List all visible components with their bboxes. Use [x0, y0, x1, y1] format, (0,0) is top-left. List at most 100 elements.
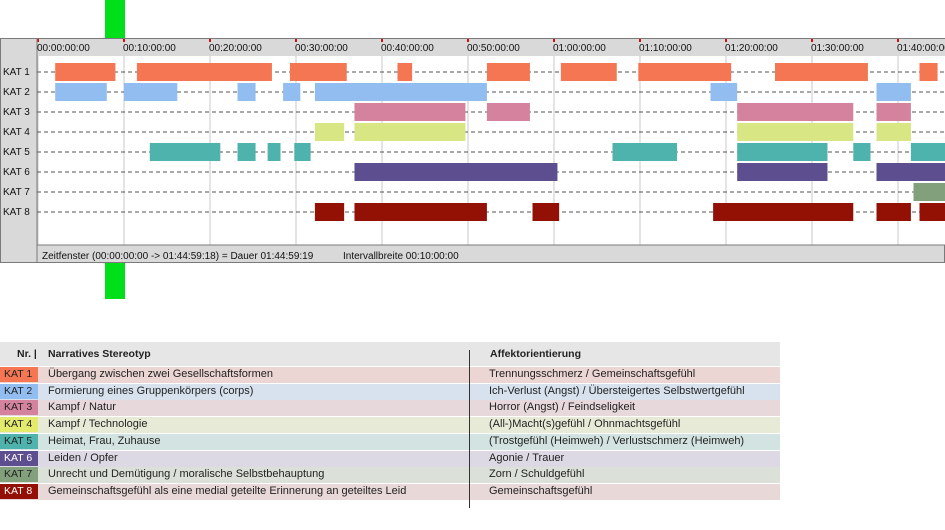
timeline-segment[interactable] — [354, 163, 558, 181]
timeline-segment[interactable] — [354, 123, 466, 141]
legend-row: KAT 7 Unrecht und Demütigung / moralische… — [0, 467, 780, 484]
timeline-segment[interactable] — [876, 163, 945, 181]
timeline-segment[interactable] — [876, 83, 911, 101]
legend-affect: Gemeinschaftsgefühl — [489, 484, 593, 497]
timeline-segment[interactable] — [737, 143, 828, 161]
timeline-segment[interactable] — [149, 143, 221, 161]
timeline-segment[interactable] — [294, 143, 311, 161]
timeline-segment[interactable] — [737, 163, 828, 181]
timeline-segment[interactable] — [737, 103, 854, 121]
timeline-segment[interactable] — [314, 123, 345, 141]
legend-badge-label: KAT 8 — [4, 484, 33, 497]
legend-badge: KAT 2 — [0, 383, 38, 399]
legend-affect: (Trostgefühl (Heimweh) / Verlustschmerz … — [489, 434, 745, 447]
time-label: 00:50:00:00 — [467, 43, 520, 54]
timeline-segment[interactable] — [283, 83, 301, 101]
legend-stereotype: Kampf / Technologie — [48, 418, 148, 431]
legend-stereotype: Leiden / Opfer — [48, 451, 118, 464]
legend-affect: Agonie / Trauer — [489, 451, 565, 464]
row-label-8: KAT 8 — [3, 207, 30, 218]
timeline-segment[interactable] — [267, 143, 281, 161]
legend-header: Nr. | Narratives Stereotyp Affektorienti… — [0, 342, 780, 366]
timeline-segment[interactable] — [486, 63, 530, 81]
legend-badge: KAT 6 — [0, 450, 38, 466]
legend-badge-label: KAT 3 — [4, 401, 33, 414]
timeline-segment[interactable] — [354, 103, 466, 121]
timeline-segment[interactable] — [710, 83, 738, 101]
legend-row: KAT 1 Übergang zwischen zwei Gesellschaft… — [0, 367, 780, 383]
green-marker-top — [105, 0, 125, 38]
timeline-segment[interactable] — [775, 63, 868, 81]
legend-badge-label: KAT 1 — [4, 368, 33, 380]
row-label-4: KAT 4 — [3, 127, 30, 138]
timeline-segment[interactable] — [354, 203, 487, 221]
time-ruler — [37, 39, 945, 56]
footer-interval: Intervallbreite 00:10:00:00 — [343, 251, 459, 262]
legend-stereotype: Formierung eines Gruppenkörpers (corps) — [48, 384, 254, 397]
timeline-segment[interactable] — [55, 63, 116, 81]
legend-badge-label: KAT 6 — [4, 451, 33, 464]
timeline-segment[interactable] — [612, 143, 677, 161]
green-marker-bottom — [105, 263, 125, 299]
legend-stereotype: Unrecht und Demütigung / moralische Selb… — [48, 468, 325, 481]
timeline-segment[interactable] — [919, 203, 945, 221]
row-label-2: KAT 2 — [3, 87, 30, 98]
time-label: 00:30:00:00 — [295, 43, 348, 54]
legend-badge: KAT 1 — [0, 367, 38, 382]
legend-stereotype: Kampf / Natur — [48, 401, 116, 414]
legend-affect: (All-)Macht(s)gefühl / Ohnmachtsgefühl — [489, 418, 681, 431]
timeline-segment[interactable] — [713, 203, 854, 221]
timeline-segment[interactable] — [638, 63, 732, 81]
timeline-segment[interactable] — [397, 63, 413, 81]
row-label-5: KAT 5 — [3, 147, 30, 158]
legend-row: KAT 8 Gemeinschaftsgefühl als eine medial… — [0, 483, 780, 500]
legend-header-stereotype: Narratives Stereotyp — [48, 348, 151, 360]
legend-badge-label: KAT 5 — [4, 434, 33, 447]
legend-stereotype: Heimat, Frau, Zuhause — [48, 434, 161, 447]
legend-badge-label: KAT 4 — [4, 418, 33, 431]
legend-row: KAT 6 Leiden / Opfer Agonie / Trauer — [0, 450, 780, 467]
timeline-segment[interactable] — [136, 63, 272, 81]
time-label: 01:20:00:00 — [725, 43, 778, 54]
legend-row: KAT 4 Kampf / Technologie (All-)Macht(s)ge… — [0, 417, 780, 434]
time-label: 00:00:00:00 — [37, 43, 90, 54]
timeline-segment[interactable] — [237, 83, 256, 101]
timeline-segment[interactable] — [486, 103, 530, 121]
time-label: 01:00:00:00 — [553, 43, 606, 54]
legend-table: Nr. | Narratives Stereotyp Affektorienti… — [0, 342, 780, 508]
legend-divider — [469, 350, 470, 508]
footer-window: Zeitfenster (00:00:00:00 -> 01:44:59:18)… — [42, 251, 314, 262]
timeline-segment[interactable] — [910, 143, 945, 161]
timeline-segment[interactable] — [737, 123, 854, 141]
legend-stereotype: Gemeinschaftsgefühl als eine medial gete… — [48, 484, 407, 497]
legend-stereotype: Übergang zwischen zwei Gesellschaftsform… — [48, 368, 273, 380]
row-label-7: KAT 7 — [3, 187, 30, 198]
timeline-segment[interactable] — [532, 203, 560, 221]
timeline-segment[interactable] — [876, 123, 911, 141]
timeline-segment[interactable] — [560, 63, 617, 81]
row-label-1: KAT 1 — [3, 67, 30, 78]
timeline-segment[interactable] — [124, 83, 178, 101]
timeline-segment[interactable] — [876, 203, 911, 221]
row-label-3: KAT 3 — [3, 107, 30, 118]
legend-affect: Ich-Verlust (Angst) / Übersteigertes Sel… — [489, 384, 745, 397]
legend-badge-label: KAT 2 — [4, 384, 33, 397]
timeline-segment[interactable] — [237, 143, 256, 161]
legend-affect: Trennungsschmerz / Gemeinschaftsgefühl — [489, 368, 696, 380]
legend-badge-label: KAT 7 — [4, 468, 33, 481]
timeline-segment[interactable] — [314, 203, 345, 221]
legend-affect: Zorn / Schuldgefühl — [489, 468, 585, 481]
timeline-segment[interactable] — [853, 143, 871, 161]
timeline-segment[interactable] — [913, 183, 945, 201]
timeline-segment[interactable] — [876, 103, 911, 121]
legend-badge: KAT 4 — [0, 417, 38, 433]
timeline-segment[interactable] — [919, 63, 938, 81]
timeline-segment[interactable] — [55, 83, 107, 101]
timeline-segment[interactable] — [314, 83, 487, 101]
legend-badge: KAT 5 — [0, 433, 38, 449]
timeline-segment[interactable] — [289, 63, 347, 81]
legend-row: KAT 2 Formierung eines Gruppenkörpers (co… — [0, 383, 780, 400]
